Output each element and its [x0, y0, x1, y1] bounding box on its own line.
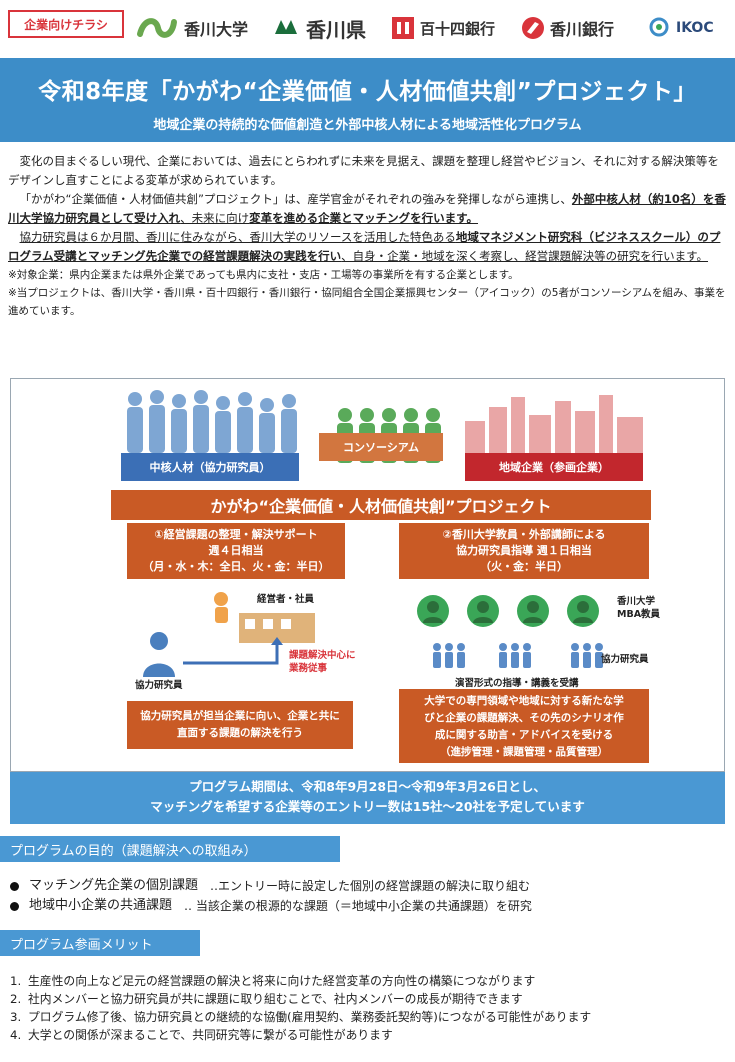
mba-faculty-illustration — [417, 595, 599, 627]
merits-list: 1. 生産性の向上など足元の経営課題の解決と将来に向けた経営変革の方向性の構築につ… — [10, 972, 591, 1044]
box-line: （月・水・木：全日、火・金：半日） — [142, 560, 330, 573]
local-company-label: 地域企業（参画企業） — [465, 453, 643, 481]
kagawa-bank-mark-icon — [522, 17, 544, 39]
emphasis-text: 外部中核人材（約10名）を香川大学協力研究員として受け入れ — [8, 192, 726, 225]
title-banner: 令和8年度「かがわ“企業価値・人材価値共創”プロジェクト」 地域企業の持続的な価… — [0, 58, 735, 142]
researcher-label-2: 協力研究員 — [601, 654, 649, 665]
support-box: ①経営課題の整理・解決サポート 週４日相当 （月・水・木：全日、火・金：半日） — [127, 523, 345, 579]
item-number: 1. — [10, 974, 22, 988]
merit-item: 3. プログラム修了後、協力研究員との継続的な協働(雇用契約、業務委託契約等)につ… — [10, 1008, 591, 1026]
purpose-desc: ‥エントリー時に設定した個別の経営課題の解決に取り組む — [210, 879, 531, 893]
purpose-title: 地域中小企業の共通課題 — [29, 898, 173, 913]
emphasis-text: 変革を進める企業とマッチングを行います。 — [249, 211, 479, 225]
box-line: びと企業の課題解決、その先のシナリオ作 — [424, 712, 624, 724]
kagawa-prefecture-logo: 香川県 — [272, 12, 366, 44]
kagawa-university-logo: 香川大学 — [136, 12, 248, 44]
logo-text: 香川県 — [306, 17, 366, 42]
emphasis-text: 地域マネジメント研究科（ビジネススクール）のプログラム受講とマッチング先企業での… — [8, 230, 721, 263]
box-line: 大学での専門領域や地域に対する新たな学 — [424, 695, 624, 707]
purpose-desc: ‥ 当該企業の根源的な課題（＝地域中小企業の共通課題）を研究 — [184, 899, 532, 913]
advice-box: 大学での専門領域や地域に対する新たな学 びと企業の課題解決、その先のシナリオ作 … — [399, 689, 649, 763]
researcher-label: 協力研究員 — [135, 680, 183, 691]
researchers-illustration — [127, 390, 297, 453]
text: 協力研究員は６か月間、香川に住みながら、香川大学のリソースを活用した特色ある — [19, 230, 456, 244]
executive-label: 経営者・社員 — [257, 594, 315, 605]
box-line: 週４日相当 — [208, 544, 264, 557]
page-title: 令和8年度「かがわ“企業価値・人材価値共創”プロジェクト」 — [38, 79, 697, 105]
trainees-illustration — [433, 643, 603, 668]
box-line: 協力研究員が担当企業に向い、企業と共に — [140, 710, 340, 722]
item-number: 3. — [10, 1010, 22, 1024]
task-note: 課題解決中心に 業務従事 — [289, 649, 356, 675]
city-illustration — [465, 395, 643, 457]
box-line: （進捗管理・課題管理・品質管理） — [440, 746, 608, 758]
merit-text: 社内メンバーと協力研究員が共に課題に取り組むことで、社内メンバーの成長が期待でき… — [28, 992, 523, 1006]
kagawa-university-mark-icon — [137, 18, 177, 38]
merits-heading: プログラム参画メリット — [0, 930, 200, 956]
merit-text: プログラム修了後、協力研究員との継続的な協働(雇用契約、業務委託契約等)につなが… — [28, 1010, 592, 1024]
purpose-heading: プログラムの目的（課題解決への取組み） — [0, 836, 340, 862]
logo-text: 香川大学 — [184, 20, 249, 39]
text: 、未来に向け — [180, 211, 250, 225]
consortium-label: コンソーシアム — [319, 433, 443, 461]
purpose-list: マッチング先企業の個別課題 ‥エントリー時に設定した個別の経営課題の解決に取り組… — [10, 876, 532, 916]
field-work-box: 協力研究員が担当企業に向い、企業と共に 直面する課題の解決を行う — [127, 701, 353, 749]
label-line: 香川大学 — [617, 596, 656, 607]
merit-text: 生産性の向上など足元の経営課題の解決と将来に向けた経営変革の方向性の構築につなが… — [28, 974, 536, 988]
merit-item: 4. 大学との関係が深まることで、共同研究等に繋がる可能性があります — [10, 1026, 591, 1044]
purpose-item: マッチング先企業の個別課題 ‥エントリー時に設定した個別の経営課題の解決に取り組… — [10, 876, 532, 896]
merit-text: 大学との関係が深まることで、共同研究等に繋がる可能性があります — [28, 1028, 393, 1042]
bank-mark-icon — [392, 17, 414, 39]
guidance-box: ②香川大学教員・外部講師による 協力研究員指導 週１日相当 （火・金：半日） — [399, 523, 649, 579]
project-bar: かがわ“企業価値・人材価値共創”プロジェクト — [111, 490, 651, 520]
researcher-person-icon — [143, 632, 175, 677]
consortium-note: ※当プロジェクトは、香川大学・香川県・百十四銀行・香川銀行・協同組合全国企業振興… — [8, 287, 726, 317]
kagawa-bank-logo: 香川銀行 — [522, 12, 614, 44]
box-line: 直面する課題の解決を行う — [177, 727, 303, 739]
box-line: （火・金：半日） — [480, 560, 568, 573]
note-line: 業務従事 — [289, 663, 328, 674]
merit-item: 2. 社内メンバーと協力研究員が共に課題に取り組むことで、社内メンバーの成長が期待… — [10, 990, 591, 1008]
label-line: MBA教員 — [617, 609, 661, 620]
box-line: 協力研究員指導 週１日相当 — [456, 544, 592, 557]
logo-text: IKOC — [676, 20, 714, 36]
logo-text: 百十四銀行 — [420, 19, 496, 38]
page-subtitle: 地域企業の持続的な価値創造と外部中核人材による地域活性化プログラム — [153, 118, 582, 133]
text: 「かがわ“企業価値・人材価値共創”プロジェクト」は、産学官金がそれぞれの強みを発… — [19, 192, 572, 206]
hyakujushi-bank-logo: 百十四銀行 — [392, 12, 495, 44]
box-line: 成に関する助言・アドバイスを受ける — [434, 729, 614, 741]
intro-paragraph-1: 変化の目まぐるしい現代、企業においては、過去にとらわれずに未来を見据え、課題を整… — [8, 154, 719, 187]
lecture-label: 演習形式の指導・講義を受講 — [455, 678, 579, 689]
mba-label: 香川大学 MBA教員 — [617, 595, 660, 621]
ikoc-logo: IKOC — [648, 12, 714, 44]
intro-paragraph-3: 協力研究員は６か月間、香川に住みながら、香川大学のリソースを活用した特色ある地域… — [8, 228, 726, 266]
intro-text: 変化の目まぐるしい現代、企業においては、過去にとらわれずに未来を見据え、課題を整… — [8, 152, 726, 320]
flyer-tag: 企業向けチラシ — [8, 10, 124, 38]
header-logos: 企業向けチラシ 香川大学 香川県 百十四銀行 香川銀行 IKOC — [0, 0, 735, 58]
core-talent-label: 中核人材（協力研究員） — [121, 453, 299, 481]
prefecture-emblem-icon — [275, 20, 297, 34]
intro-paragraph-2: 「かがわ“企業価値・人材価値共創”プロジェクト」は、産学官金がそれぞれの強みを発… — [8, 190, 726, 228]
period-line-2: マッチングを希望する企業等のエントリー数は15社～20社を予定しています — [150, 799, 585, 814]
target-note: ※対象企業：県内企業または県外企業であっても県内に支社・支店・工場等の事業所を有… — [8, 269, 519, 281]
period-line-1: プログラム期間は、令和8年9月28日～令和9年3月26日とし、 — [189, 779, 546, 794]
program-period-band: プログラム期間は、令和8年9月28日～令和9年3月26日とし、 マッチングを希望… — [10, 772, 725, 824]
ikoc-mark-icon — [649, 17, 669, 37]
purpose-item: 地域中小企業の共通課題 ‥ 当該企業の根源的な課題（＝地域中小企業の共通課題）を… — [10, 896, 532, 916]
box-line: ②香川大学教員・外部講師による — [442, 528, 606, 541]
item-number: 2. — [10, 992, 22, 1006]
note-line: 課題解決中心に — [289, 650, 356, 661]
item-number: 4. — [10, 1028, 22, 1042]
purpose-title: マッチング先企業の個別課題 — [29, 878, 199, 893]
arrow-icon — [183, 637, 283, 665]
merit-item: 1. 生産性の向上など足元の経営課題の解決と将来に向けた経営変革の方向性の構築につ… — [10, 972, 591, 990]
logo-text: 香川銀行 — [550, 20, 615, 39]
bullet-icon — [10, 901, 19, 911]
bullet-icon — [10, 881, 19, 891]
project-diagram: 中核人材（協力研究員） コンソーシアム 地域企業（参画企業） かがわ“企業価値・… — [10, 378, 725, 772]
text: 、自身・企業・地域を深く考察し、経営課題解決等の研究を行います。 — [341, 249, 709, 263]
box-line: ①経営課題の整理・解決サポート — [154, 528, 318, 541]
